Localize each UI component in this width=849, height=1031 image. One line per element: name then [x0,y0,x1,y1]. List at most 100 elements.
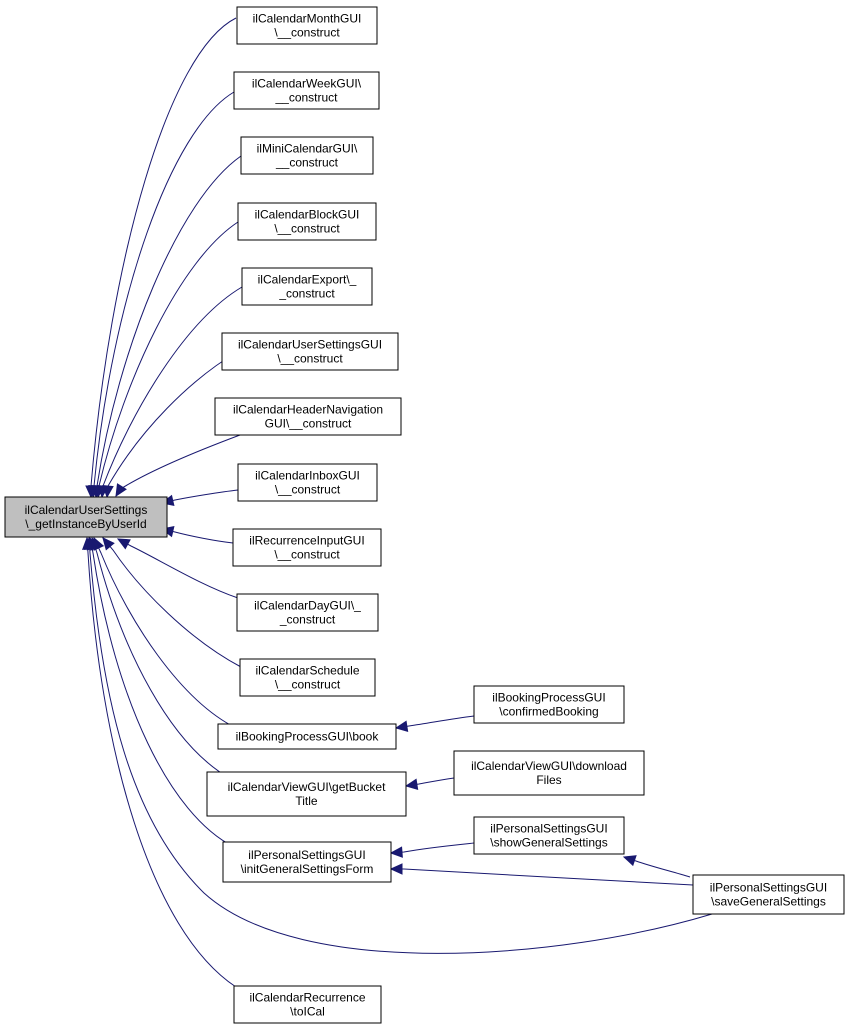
node-label-line: Title [295,794,318,808]
node-confirmed[interactable]: ilBookingProcessGUI\confirmedBooking [473,685,625,724]
edge-toical-to-focus [82,536,237,988]
edge-download-to-bucket [404,777,455,790]
node-label-line: \__construct [275,483,341,497]
node-box [233,71,380,110]
node-box [4,496,168,538]
node-label-line: ilCalendarInboxGUI [255,469,360,483]
edge-line [97,221,239,498]
node-label-line: __construct [275,156,339,170]
node-label-line: ilCalendarDayGUI\_ [254,599,361,613]
node-box [236,593,379,632]
edge-showgen-to-initform [389,842,475,858]
node-headernav[interactable]: ilCalendarHeaderNavigationGUI\__construc… [214,397,402,436]
node-book[interactable]: ilBookingProcessGUI\book [217,723,397,750]
node-label-line: \toICal [290,1005,325,1019]
edge-line [623,856,691,878]
arrow-head [115,483,127,498]
node-focus[interactable]: ilCalendarUserSettings\_getInstanceByUse… [4,496,168,538]
node-inbox[interactable]: ilCalendarInboxGUI\__construct [237,463,378,502]
edge-bucket-to-focus [90,536,232,780]
edge-line [93,537,237,729]
node-label-line: \__construct [274,548,340,562]
node-label-line: ilCalendarBlockGUI [255,208,360,222]
node-label-line: ilPersonalSettingsGUI [490,822,607,836]
arrow-head [389,863,403,875]
edge-savegen-to-showgen [622,855,691,878]
node-label-line: \__construct [275,678,341,692]
node-label-line: \__construct [274,26,340,40]
edge-line [102,537,242,668]
node-label-line: \initGeneralSettingsForm [241,862,374,876]
edge-book-to-focus [93,536,237,729]
node-box [692,874,845,915]
edge-savegen-to-initform [389,863,694,886]
node-box [233,985,382,1024]
node-label-line: _construct [278,287,335,301]
node-box [236,6,378,45]
node-mini[interactable]: ilMiniCalendarGUI\__construct [240,136,374,175]
edge-line [89,537,235,848]
arrow-head [622,855,637,867]
node-toical[interactable]: ilCalendarRecurrence\toICal [233,985,382,1024]
node-box [237,463,378,502]
edge-line [161,489,239,504]
edge-line [395,715,475,729]
node-label-line: ilCalendarUserSettings [25,503,148,517]
node-box [473,685,625,724]
node-label-line: ilCalendarMonthGUI [253,12,362,26]
node-showgen[interactable]: ilPersonalSettingsGUI\showGeneralSetting… [473,816,625,855]
edge-line [95,155,242,498]
node-usersettingsgui[interactable]: ilCalendarUserSettingsGUI\__construct [221,332,399,371]
edge-usersettingsgui-to-focus [102,351,238,499]
node-export[interactable]: ilCalendarExport\__construct [241,267,373,306]
edge-line [390,842,475,854]
edge-headernav-to-focus [115,434,241,498]
edge-line [101,286,243,498]
edge-line [86,537,237,988]
node-label-line: ilCalendarWeekGUI\ [252,77,362,91]
node-day[interactable]: ilCalendarDayGUI\__construct [236,593,379,632]
node-label-line: \__construct [274,222,340,236]
nodes-layer: ilCalendarUserSettings\_getInstanceByUse… [4,6,845,1024]
node-box [217,723,397,750]
node-label-line: ilCalendarExport\_ [258,273,357,287]
node-label-line: \showGeneralSettings [490,836,607,850]
node-label-line: ilCalendarSchedule [255,664,359,678]
node-label-line: ilBookingProcessGUI [492,691,605,705]
node-box [473,816,625,855]
edge-line [115,434,241,497]
arrow-head [404,778,419,790]
node-label-line: ilPersonalSettingsGUI [248,848,365,862]
edge-export-to-focus [97,286,243,499]
node-label-line: ilCalendarViewGUI\getBucket [228,780,387,794]
edge-day-to-focus [116,538,239,599]
edge-line [88,537,713,954]
node-label-line: ilCalendarHeaderNavigation [233,403,383,417]
node-savegen[interactable]: ilPersonalSettingsGUI\saveGeneralSetting… [692,874,845,915]
arrow-head [102,485,114,499]
node-box [214,397,402,436]
edge-line [92,91,235,498]
node-label-line: ilBookingProcessGUI\book [236,730,380,744]
arrow-head [102,537,115,551]
edge-inbox-to-focus [160,489,239,507]
node-label-line: GUI\__construct [265,417,352,431]
node-initform[interactable]: ilPersonalSettingsGUI\initGeneralSetting… [222,841,392,883]
node-label-line: ilCalendarRecurrence [249,991,365,1005]
edge-line [90,17,237,497]
edge-savegen-to-focus [84,536,713,954]
node-schedule[interactable]: ilCalendarSchedule\__construct [239,658,376,697]
node-week[interactable]: ilCalendarWeekGUI\__construct [233,71,380,110]
node-block[interactable]: ilCalendarBlockGUI\__construct [237,202,377,241]
node-month[interactable]: ilCalendarMonthGUI\__construct [236,6,378,45]
edge-line [161,528,234,544]
node-box [222,841,392,883]
arrow-head [116,538,131,550]
node-label-line: Files [536,773,561,787]
node-recinput[interactable]: ilRecurrenceInputGUI\__construct [232,528,382,567]
node-box [240,136,374,175]
node-label-line: ilMiniCalendarGUI\ [257,142,358,156]
